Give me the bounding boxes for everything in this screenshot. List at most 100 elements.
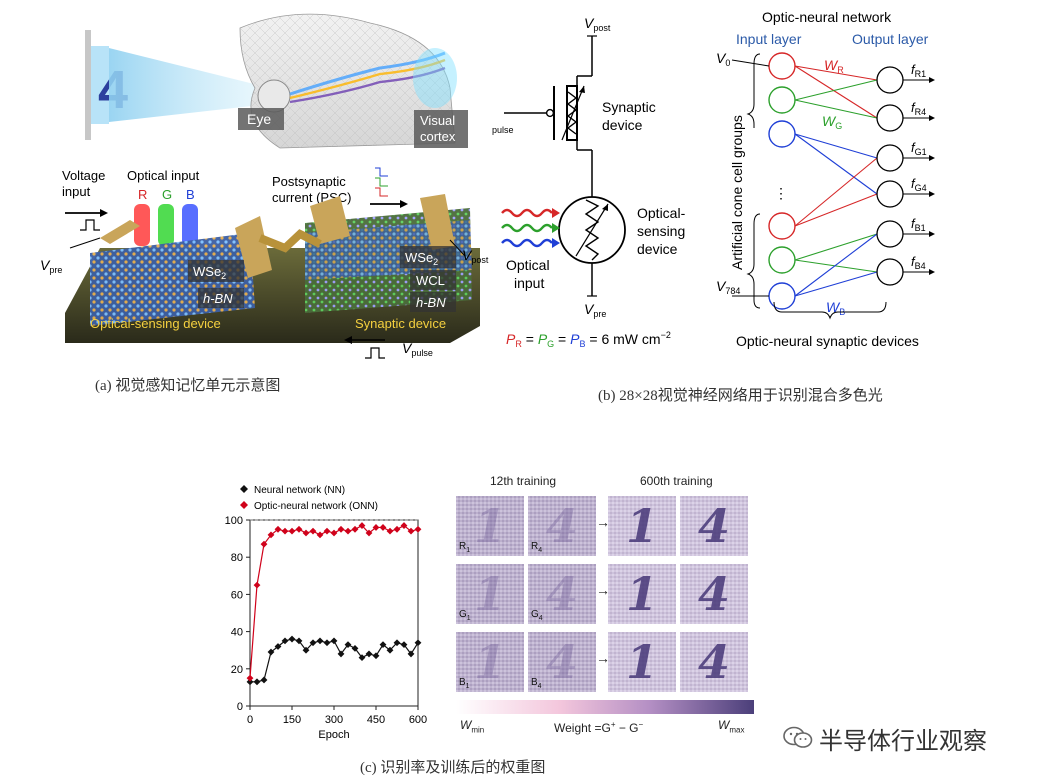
weight-map-label: B1 — [459, 677, 470, 690]
eye-label: Eye — [247, 111, 271, 127]
colorbar-label: Weight =G+ − G− — [554, 720, 644, 735]
weight-map-label: R1 — [459, 541, 471, 554]
input-layer-label: Input layer — [736, 31, 802, 47]
blue-wave-icon — [501, 238, 553, 248]
output-label: fB1 — [911, 216, 926, 233]
data-point — [400, 522, 408, 529]
data-point — [302, 529, 310, 537]
v-post-label: Vpost — [462, 247, 489, 265]
network-edge — [794, 233, 878, 261]
plot-frame — [249, 519, 419, 707]
interconnect — [258, 229, 322, 253]
weight-map-digit: 4 — [545, 567, 578, 621]
network-svg: Optic-neural network Input layer Output … — [716, 9, 935, 349]
network-edge — [794, 65, 878, 119]
input-brace-top — [746, 53, 761, 128]
electrode-left — [100, 220, 140, 244]
data-point — [337, 525, 345, 533]
x-tick-label: 150 — [283, 714, 301, 726]
electrode-right — [420, 194, 455, 250]
visual-cortex-label-2: cortex — [420, 129, 456, 144]
weight-map-cell: 4 — [680, 564, 748, 624]
input-neuron — [768, 86, 796, 114]
circuit-v-pulse: pulse — [492, 125, 514, 135]
power-equation: PR = PG = PB = 6 mW cm−2 — [506, 330, 671, 349]
weight-map-digit: 1 — [473, 635, 506, 689]
circuit-synaptic-label-2: device — [602, 117, 643, 133]
wcl-label: WCL — [416, 273, 445, 288]
y-tick-label: 60 — [231, 589, 243, 601]
data-point — [372, 652, 380, 660]
output-neuron — [876, 258, 904, 286]
data-point — [323, 527, 331, 535]
weight-map-label: B4 — [531, 677, 542, 690]
x-tick-label: 0 — [247, 714, 253, 726]
data-point — [274, 525, 282, 533]
x-tick-label: 600 — [409, 714, 427, 726]
y-tick-label: 0 — [237, 701, 243, 713]
data-point — [414, 639, 422, 647]
header-600th: 600th training — [640, 474, 713, 488]
series-line — [249, 524, 419, 679]
circuit-v-pre: Vpre — [584, 301, 606, 319]
colorbar-max: Wmax — [718, 718, 745, 735]
data-point — [274, 643, 282, 650]
weight-map-digit: 1 — [625, 499, 658, 553]
green-wave-icon — [501, 223, 553, 233]
voltage-input-label-2: input — [62, 184, 91, 199]
input-v0: V0 — [716, 50, 730, 68]
optical-input-r: R — [138, 187, 147, 202]
input-arrow — [731, 59, 770, 67]
data-point — [344, 527, 352, 535]
voltage-pulse-icon — [80, 219, 100, 231]
input-neuron — [768, 212, 796, 240]
data-point — [386, 646, 394, 654]
synaptic-device-label: Synaptic device — [355, 316, 446, 331]
gate-node — [545, 108, 555, 118]
optical-sensing-device-label: Optical-sensing device — [90, 316, 221, 331]
input-neuron — [768, 52, 796, 80]
voltage-input-label-1: Voltage — [62, 168, 105, 183]
photo-resistor-icon — [584, 199, 600, 261]
network-edge — [794, 157, 878, 227]
weight-wr-label: WR — [824, 57, 844, 75]
caption-b: (b) 28×28视觉神经网络用于识别混合多色光 — [598, 388, 883, 404]
input-neuron — [768, 120, 796, 148]
weight-wg-label: WG — [822, 113, 842, 131]
electrode-mid — [235, 216, 272, 278]
weight-map-label: G4 — [531, 609, 543, 622]
input-neuron — [768, 246, 796, 274]
data-point — [260, 676, 268, 684]
v-pre-label: Vpre — [40, 257, 62, 275]
circuit-optical-input-2: input — [514, 275, 544, 291]
data-point — [281, 637, 289, 645]
weight-map-digit: 1 — [473, 499, 506, 553]
header-12th: 12th training — [490, 474, 557, 488]
panel-b-network: Optic-neural network Input layer Output … — [712, 8, 1037, 353]
y-tick-label: 20 — [231, 664, 243, 676]
network-edge — [794, 233, 878, 297]
weight-map-digit: 4 — [697, 499, 730, 553]
panel-a-schematic: 4 Eye Visual cortex Voltage input Optica… — [40, 8, 495, 366]
arrow-icon: → — [596, 650, 610, 666]
output-neuron — [876, 66, 904, 94]
data-point — [351, 525, 359, 533]
legend-marker — [240, 501, 248, 509]
network-edge — [794, 133, 878, 159]
network-edge — [794, 259, 878, 273]
colorbar-min: Wmin — [460, 718, 485, 735]
data-point — [295, 525, 303, 533]
data-point — [358, 654, 366, 662]
data-point — [351, 644, 359, 652]
optical-input-label: Optical input — [127, 168, 200, 183]
panel-b-circuit: Vpost pulse Synaptic device Optical- sen… — [492, 8, 712, 353]
pulse-icon — [365, 347, 385, 359]
x-tick-label: 300 — [325, 714, 343, 726]
data-point — [288, 527, 296, 535]
weight-map-digit: 4 — [545, 635, 578, 689]
